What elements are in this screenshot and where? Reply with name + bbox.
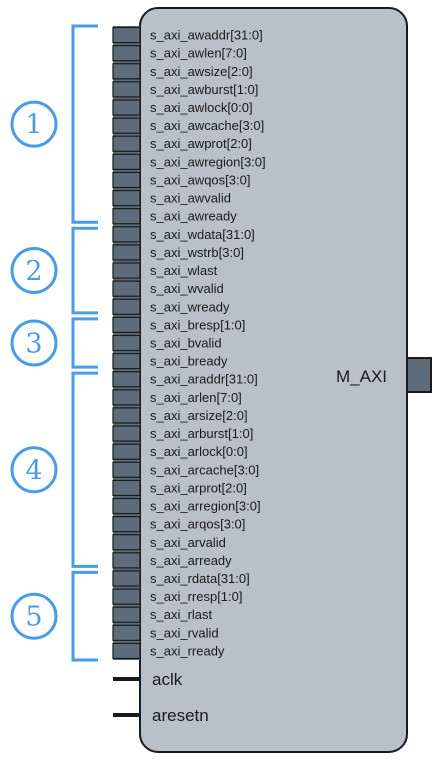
slave-port-label: s_axi_awqos[3:0] xyxy=(150,172,250,187)
slave-port-label: s_axi_awregion[3:0] xyxy=(150,154,266,169)
slave-port-pin[interactable] xyxy=(112,624,141,641)
slave-port-pin[interactable] xyxy=(112,171,141,189)
slave-port-pin[interactable] xyxy=(112,99,141,116)
slave-port-pin[interactable] xyxy=(112,443,141,460)
slave-port-pin[interactable] xyxy=(112,389,141,406)
slave-port-label: s_axi_awburst[1:0] xyxy=(150,82,258,97)
slave-port-label: s_axi_arcache[3:0] xyxy=(150,462,259,477)
group-number: 1 xyxy=(25,110,42,141)
slave-port-label: s_axi_wdata[31:0] xyxy=(150,227,255,242)
slave-port-pin[interactable] xyxy=(112,371,141,388)
slave-port-label: s_axi_rready xyxy=(150,643,225,658)
slave-port-label: s_axi_awready xyxy=(150,209,237,224)
slave-port-pin[interactable] xyxy=(112,588,141,605)
slave-port-pin[interactable] xyxy=(112,135,141,152)
slave-port-label: s_axi_awlen[7:0] xyxy=(150,46,247,61)
slave-port-label: s_axi_awvalid xyxy=(150,191,231,206)
slave-port-label: s_axi_awprot[2:0] xyxy=(150,136,252,151)
slave-port-pin[interactable] xyxy=(112,352,141,370)
slave-port-label: s_axi_rdata[31:0] xyxy=(150,571,250,586)
slave-port-pin[interactable] xyxy=(112,479,141,497)
slave-port-pin[interactable] xyxy=(112,316,141,334)
slave-port-pin[interactable] xyxy=(112,298,141,315)
slave-port-label: s_axi_bvalid xyxy=(150,336,222,351)
slave-port-label: s_axi_arlock[0:0] xyxy=(150,444,248,459)
slave-port-pin[interactable] xyxy=(112,606,141,623)
slave-port-pin[interactable] xyxy=(112,425,141,442)
slave-port-pin[interactable] xyxy=(112,189,141,207)
slave-port-pin[interactable] xyxy=(112,153,141,171)
m-axi-label: M_AXI xyxy=(336,367,387,386)
slave-port-label: s_axi_wlast xyxy=(150,263,218,278)
slave-port-label: s_axi_bresp[1:0] xyxy=(150,317,245,332)
slave-port-label: s_axi_wready xyxy=(150,299,230,314)
slave-port-label: s_axi_arregion[3:0] xyxy=(150,499,261,514)
slave-port-pin[interactable] xyxy=(112,570,141,587)
slave-port-label: s_axi_arvalid xyxy=(150,535,226,550)
slave-port-label: s_axi_arprot[2:0] xyxy=(150,480,247,495)
slave-port-pin[interactable] xyxy=(112,461,141,478)
group-number-circle xyxy=(10,446,58,494)
group-number: 3 xyxy=(25,329,42,360)
slave-port-pin[interactable] xyxy=(112,45,141,62)
slave-port-label: s_axi_araddr[31:0] xyxy=(150,372,258,387)
group-bracket xyxy=(71,570,98,662)
slave-port-pin[interactable] xyxy=(112,642,141,660)
slave-port-pin[interactable] xyxy=(112,26,141,44)
slave-port-pin[interactable] xyxy=(112,244,141,261)
slave-port-label: s_axi_awsize[2:0] xyxy=(150,64,253,79)
slave-port-label: s_axi_rvalid xyxy=(150,625,219,640)
slave-port-label: s_axi_wvalid xyxy=(150,281,224,296)
slave-port-label: s_axi_arlen[7:0] xyxy=(150,390,242,405)
group-number-circle xyxy=(10,100,58,148)
group-number-circle xyxy=(10,592,58,640)
slave-port-label: s_axi_awcache[3:0] xyxy=(150,118,264,133)
group-bracket xyxy=(71,226,98,315)
slave-port-pin[interactable] xyxy=(112,208,141,225)
aresetn-label: aresetn xyxy=(152,706,209,725)
slave-port-pin[interactable] xyxy=(112,407,141,424)
slave-port-pin[interactable] xyxy=(112,262,141,279)
slave-port-pin[interactable] xyxy=(112,81,141,98)
slave-port-pin[interactable] xyxy=(112,534,141,551)
group-number-circle xyxy=(10,319,58,367)
group-number-circle xyxy=(10,247,58,295)
slave-port-pin[interactable] xyxy=(112,334,141,352)
group-bracket xyxy=(71,371,98,568)
slave-port-pin[interactable] xyxy=(112,63,141,80)
slave-port-pin[interactable] xyxy=(112,552,141,569)
group-bracket xyxy=(71,24,98,224)
slave-port-pin[interactable] xyxy=(112,117,141,134)
group-bracket xyxy=(71,317,98,369)
aclk-label: aclk xyxy=(152,670,183,689)
group-number: 2 xyxy=(25,256,42,287)
m-axi-port[interactable] xyxy=(406,357,432,393)
slave-port-label: s_axi_arburst[1:0] xyxy=(150,426,253,441)
slave-port-pin[interactable] xyxy=(112,226,141,243)
slave-port-label: s_axi_rlast xyxy=(150,607,213,622)
slave-port-pin[interactable] xyxy=(112,280,141,297)
slave-port-labels: s_axi_awaddr[31:0] s_axi_awlen[7:0] s_axi_… xyxy=(150,28,266,659)
slave-bus-bar xyxy=(112,26,141,660)
slave-port-label: s_axi_awaddr[31:0] xyxy=(150,28,263,43)
signal-group-brackets: 1 2 3 4 5 xyxy=(10,24,98,662)
group-number: 4 xyxy=(25,455,42,486)
slave-port-label: s_axi_wstrb[3:0] xyxy=(150,245,244,260)
slave-port-label: s_axi_arready xyxy=(150,553,232,568)
slave-port-label: s_axi_arsize[2:0] xyxy=(150,408,248,423)
slave-port-label: s_axi_bready xyxy=(150,354,228,369)
slave-port-pin[interactable] xyxy=(112,497,141,515)
slave-port-pin[interactable] xyxy=(112,515,141,533)
group-number: 5 xyxy=(25,602,42,633)
slave-port-label: s_axi_awlock[0:0] xyxy=(150,100,253,115)
slave-port-label: s_axi_rresp[1:0] xyxy=(150,589,243,604)
slave-port-label: s_axi_arqos[3:0] xyxy=(150,517,245,532)
